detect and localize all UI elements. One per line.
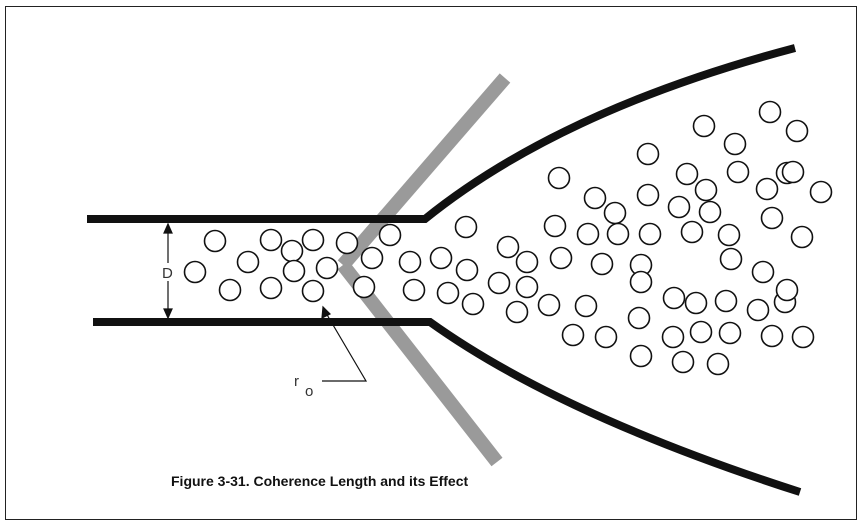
particle [515, 250, 539, 274]
particle [360, 246, 384, 270]
particle [583, 186, 607, 210]
particle [398, 250, 422, 274]
particle [629, 344, 653, 368]
diameter-label: D [162, 265, 173, 282]
particle [455, 258, 479, 282]
particle [671, 350, 695, 374]
r0-label: r [294, 373, 299, 390]
particle [561, 323, 585, 347]
particle [629, 270, 653, 294]
particle [718, 321, 742, 345]
particle [636, 183, 660, 207]
particle [515, 275, 539, 299]
particle [714, 289, 738, 313]
particle [775, 278, 799, 302]
particle [505, 300, 529, 324]
particle [487, 271, 511, 295]
particle [719, 247, 743, 271]
particle [280, 239, 304, 263]
particle [694, 178, 718, 202]
particle [606, 222, 630, 246]
particle [259, 228, 283, 252]
gray-plate [337, 73, 511, 270]
particle [259, 276, 283, 300]
particle [496, 235, 520, 259]
particle [667, 195, 691, 219]
particle [301, 228, 325, 252]
particle [429, 246, 453, 270]
particle [378, 223, 402, 247]
particle [590, 252, 614, 276]
particle [335, 231, 359, 255]
particle [692, 114, 716, 138]
particle [781, 160, 805, 184]
particle [684, 291, 708, 315]
particle [680, 220, 704, 244]
particle [627, 306, 651, 330]
particle [183, 260, 207, 284]
particle [461, 292, 485, 316]
particle [282, 259, 306, 283]
particle [758, 100, 782, 124]
particle [751, 260, 775, 284]
particle [698, 200, 722, 224]
particle [402, 278, 426, 302]
particle [636, 142, 660, 166]
particle [689, 320, 713, 344]
particle [537, 293, 561, 317]
particle [547, 166, 571, 190]
lower-wall [93, 318, 802, 496]
particle [675, 162, 699, 186]
r0-leader [321, 305, 368, 382]
particle [352, 275, 376, 299]
particle [791, 325, 815, 349]
figure-caption: Figure 3-31. Coherence Length and its Ef… [171, 473, 469, 489]
upper-wall [87, 44, 797, 223]
particle [662, 286, 686, 310]
particle [549, 246, 573, 270]
r0-subscript: o [305, 383, 313, 400]
particle [746, 298, 770, 322]
particle [315, 256, 339, 280]
particle [301, 279, 325, 303]
particle [755, 177, 779, 201]
particle [638, 222, 662, 246]
gray-plate-lower [337, 260, 503, 467]
particle [726, 160, 750, 184]
particle [760, 206, 784, 230]
figure-frame [5, 6, 857, 520]
particle [543, 214, 567, 238]
particle [717, 223, 741, 247]
particle [661, 325, 685, 349]
d-label-bg [160, 263, 176, 281]
particle [436, 281, 460, 305]
particle [218, 278, 242, 302]
particle [723, 132, 747, 156]
particle [576, 222, 600, 246]
particle [790, 225, 814, 249]
particle [454, 215, 478, 239]
particle [603, 201, 627, 225]
particle [594, 325, 618, 349]
particle [203, 229, 227, 253]
particle [760, 324, 784, 348]
particle [706, 352, 730, 376]
particle [236, 250, 260, 274]
particle [785, 119, 809, 143]
particles [183, 100, 833, 376]
particle [574, 294, 598, 318]
particle [809, 180, 833, 204]
